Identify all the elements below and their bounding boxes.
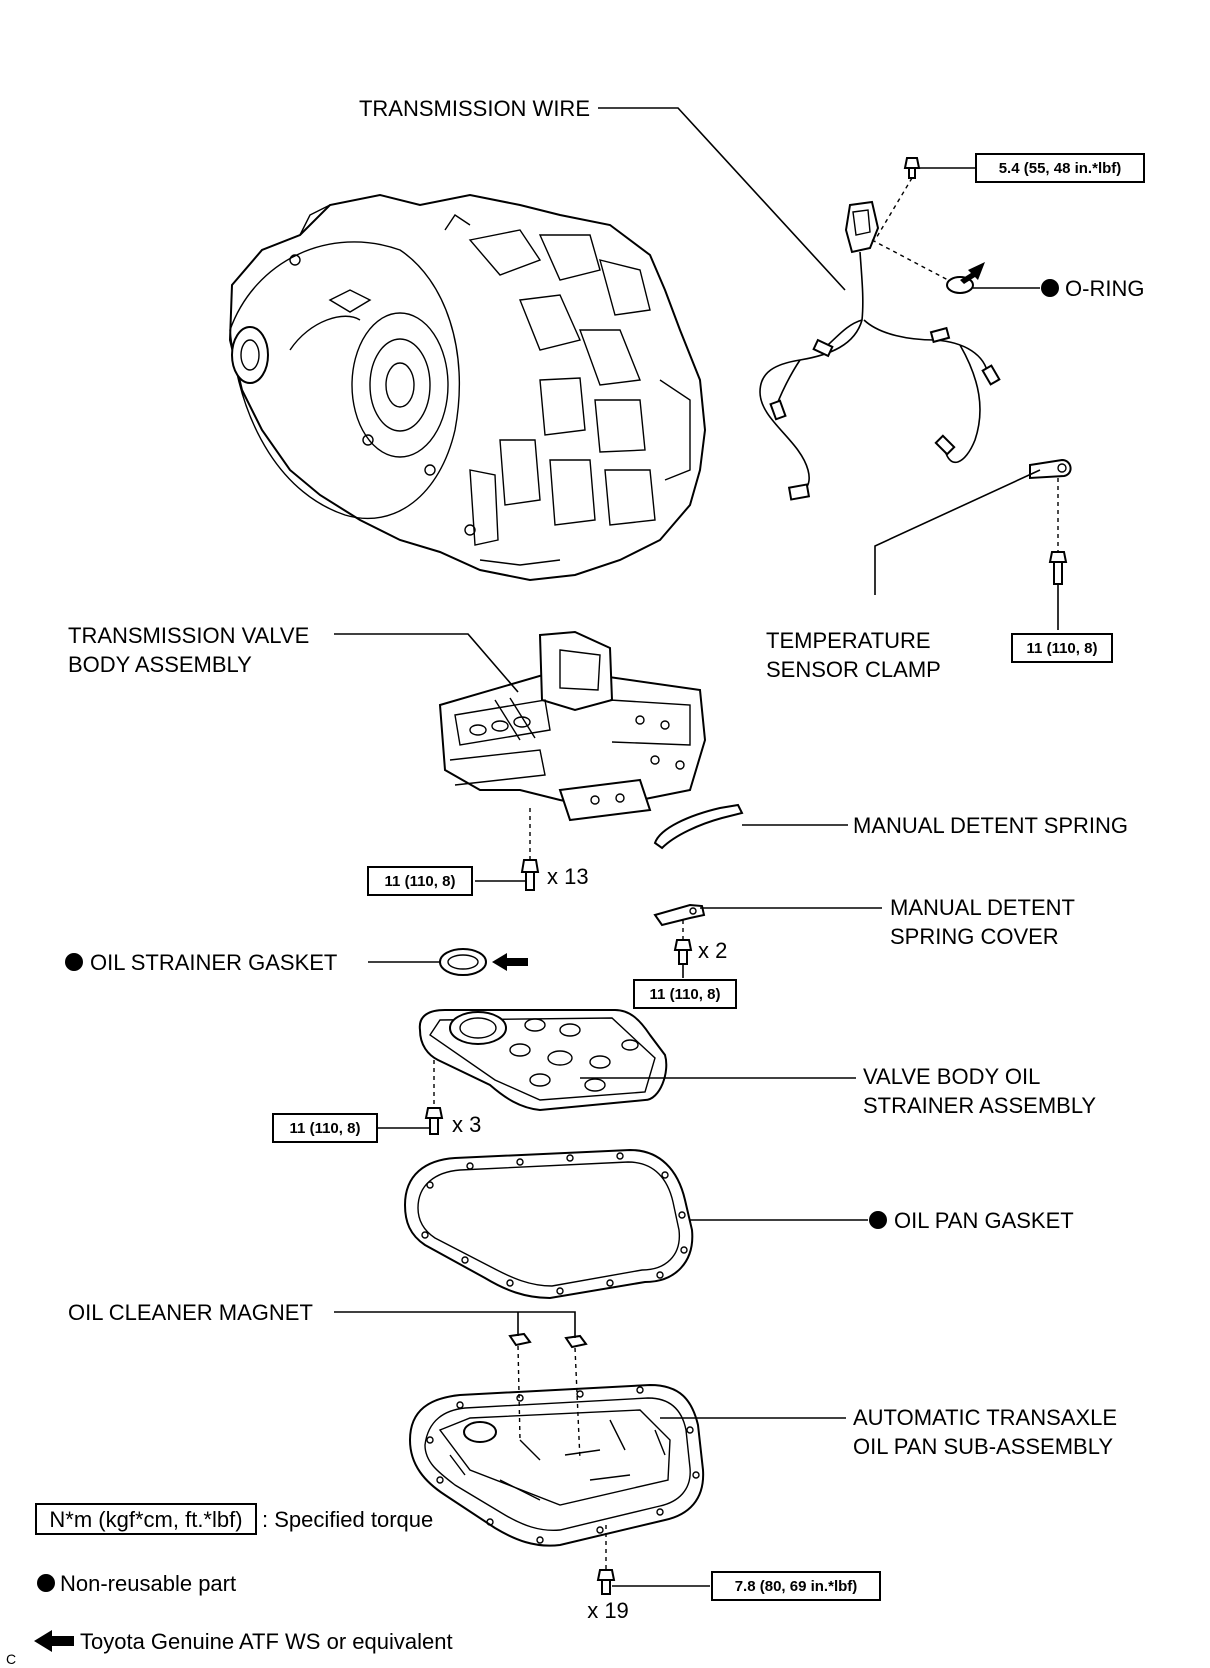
torque-spec-strainer-bolts: 11 (110, 8) bbox=[272, 1113, 378, 1143]
label-detent-cover-line2: SPRING COVER bbox=[890, 924, 1059, 949]
quantity-cover-bolts: x 2 bbox=[698, 938, 727, 963]
oil-strainer-gasket-drawing bbox=[439, 948, 487, 976]
torque-spec-pan-bolts: 7.8 (80, 69 in.*lbf) bbox=[711, 1571, 881, 1601]
torque-spec-wire-bolt: 5.4 (55, 48 in.*lbf) bbox=[975, 153, 1145, 183]
label-manual-detent-spring: MANUAL DETENT SPRING bbox=[853, 813, 1128, 838]
legend-atf: Toyota Genuine ATF WS or equivalent bbox=[80, 1629, 453, 1654]
label-valve-body-line2: BODY ASSEMBLY bbox=[68, 652, 252, 677]
label-temperature-sensor-clamp-line1: TEMPERATURE bbox=[766, 628, 931, 653]
temperature-sensor-clamp-drawing bbox=[1029, 458, 1072, 585]
non-reusable-dot-icon bbox=[1041, 279, 1059, 297]
oil-pan-drawing bbox=[408, 1383, 705, 1595]
label-strainer-assembly-line2: STRAINER ASSEMBLY bbox=[863, 1093, 1096, 1118]
torque-value: 5.4 (55, 48 in.*lbf) bbox=[999, 160, 1122, 177]
legend-torque-box: N*m (kgf*cm, ft.*lbf) bbox=[49, 1507, 242, 1532]
leader-lines bbox=[334, 107, 1059, 1587]
atf-arrow-icon bbox=[960, 262, 985, 284]
label-oil-pan-line2: OIL PAN SUB-ASSEMBLY bbox=[853, 1434, 1113, 1459]
label-strainer-assembly-line1: VALVE BODY OIL bbox=[863, 1064, 1040, 1089]
quantity-strainer-bolts: x 3 bbox=[452, 1112, 481, 1137]
label-valve-body-line1: TRANSMISSION VALVE bbox=[68, 623, 309, 648]
torque-value: 11 (110, 8) bbox=[290, 1120, 361, 1137]
torque-value: 11 (110, 8) bbox=[1027, 640, 1098, 657]
oil-strainer-assembly-drawing bbox=[418, 1009, 668, 1135]
torque-spec-clamp-bolt: 11 (110, 8) bbox=[1011, 633, 1113, 663]
label-oil-cleaner-magnet: OIL CLEANER MAGNET bbox=[68, 1300, 313, 1325]
label-transmission-wire: TRANSMISSION WIRE bbox=[359, 96, 590, 121]
legend: N*m (kgf*cm, ft.*lbf) : Specified torque… bbox=[34, 1503, 453, 1654]
non-reusable-dot-icon bbox=[869, 1211, 887, 1229]
corner-mark: C bbox=[6, 1651, 16, 1667]
torque-spec-cover-bolts: 11 (110, 8) bbox=[633, 979, 737, 1009]
label-detent-cover-line1: MANUAL DETENT bbox=[890, 895, 1075, 920]
quantity-pan-bolts: x 19 bbox=[587, 1598, 629, 1623]
label-oil-pan-gasket: OIL PAN GASKET bbox=[894, 1208, 1074, 1233]
label-o-ring: O-RING bbox=[1065, 276, 1144, 301]
label-oil-strainer-gasket: OIL STRAINER GASKET bbox=[90, 950, 337, 975]
manual-detent-spring-drawing bbox=[653, 803, 744, 850]
torque-spec-valve-body-bolts: 11 (110, 8) bbox=[367, 866, 473, 896]
label-oil-pan-line1: AUTOMATIC TRANSAXLE bbox=[853, 1405, 1117, 1430]
legend-non-reusable: Non-reusable part bbox=[60, 1571, 236, 1596]
legend-torque-description: : Specified torque bbox=[262, 1507, 433, 1532]
torque-value: 7.8 (80, 69 in.*lbf) bbox=[735, 1578, 858, 1595]
atf-arrow-icon bbox=[492, 953, 528, 971]
quantity-valve-body-bolts: x 13 bbox=[547, 864, 589, 889]
label-temperature-sensor-clamp-line2: SENSOR CLAMP bbox=[766, 657, 941, 682]
valve-body-drawing bbox=[438, 630, 707, 891]
legend-atf-arrow-icon bbox=[34, 1630, 74, 1652]
alignment-lines bbox=[433, 177, 1059, 1570]
manual-detent-spring-cover-drawing bbox=[653, 903, 706, 965]
legend-non-reusable-dot-icon bbox=[37, 1574, 55, 1592]
non-reusable-dot-icon bbox=[65, 953, 83, 971]
transmission-wire-drawing bbox=[759, 157, 1001, 501]
transaxle-case-drawing bbox=[228, 193, 707, 582]
torque-value: 11 (110, 8) bbox=[650, 986, 721, 1003]
torque-value: 11 (110, 8) bbox=[385, 873, 456, 890]
oil-pan-gasket-drawing bbox=[403, 1148, 694, 1300]
